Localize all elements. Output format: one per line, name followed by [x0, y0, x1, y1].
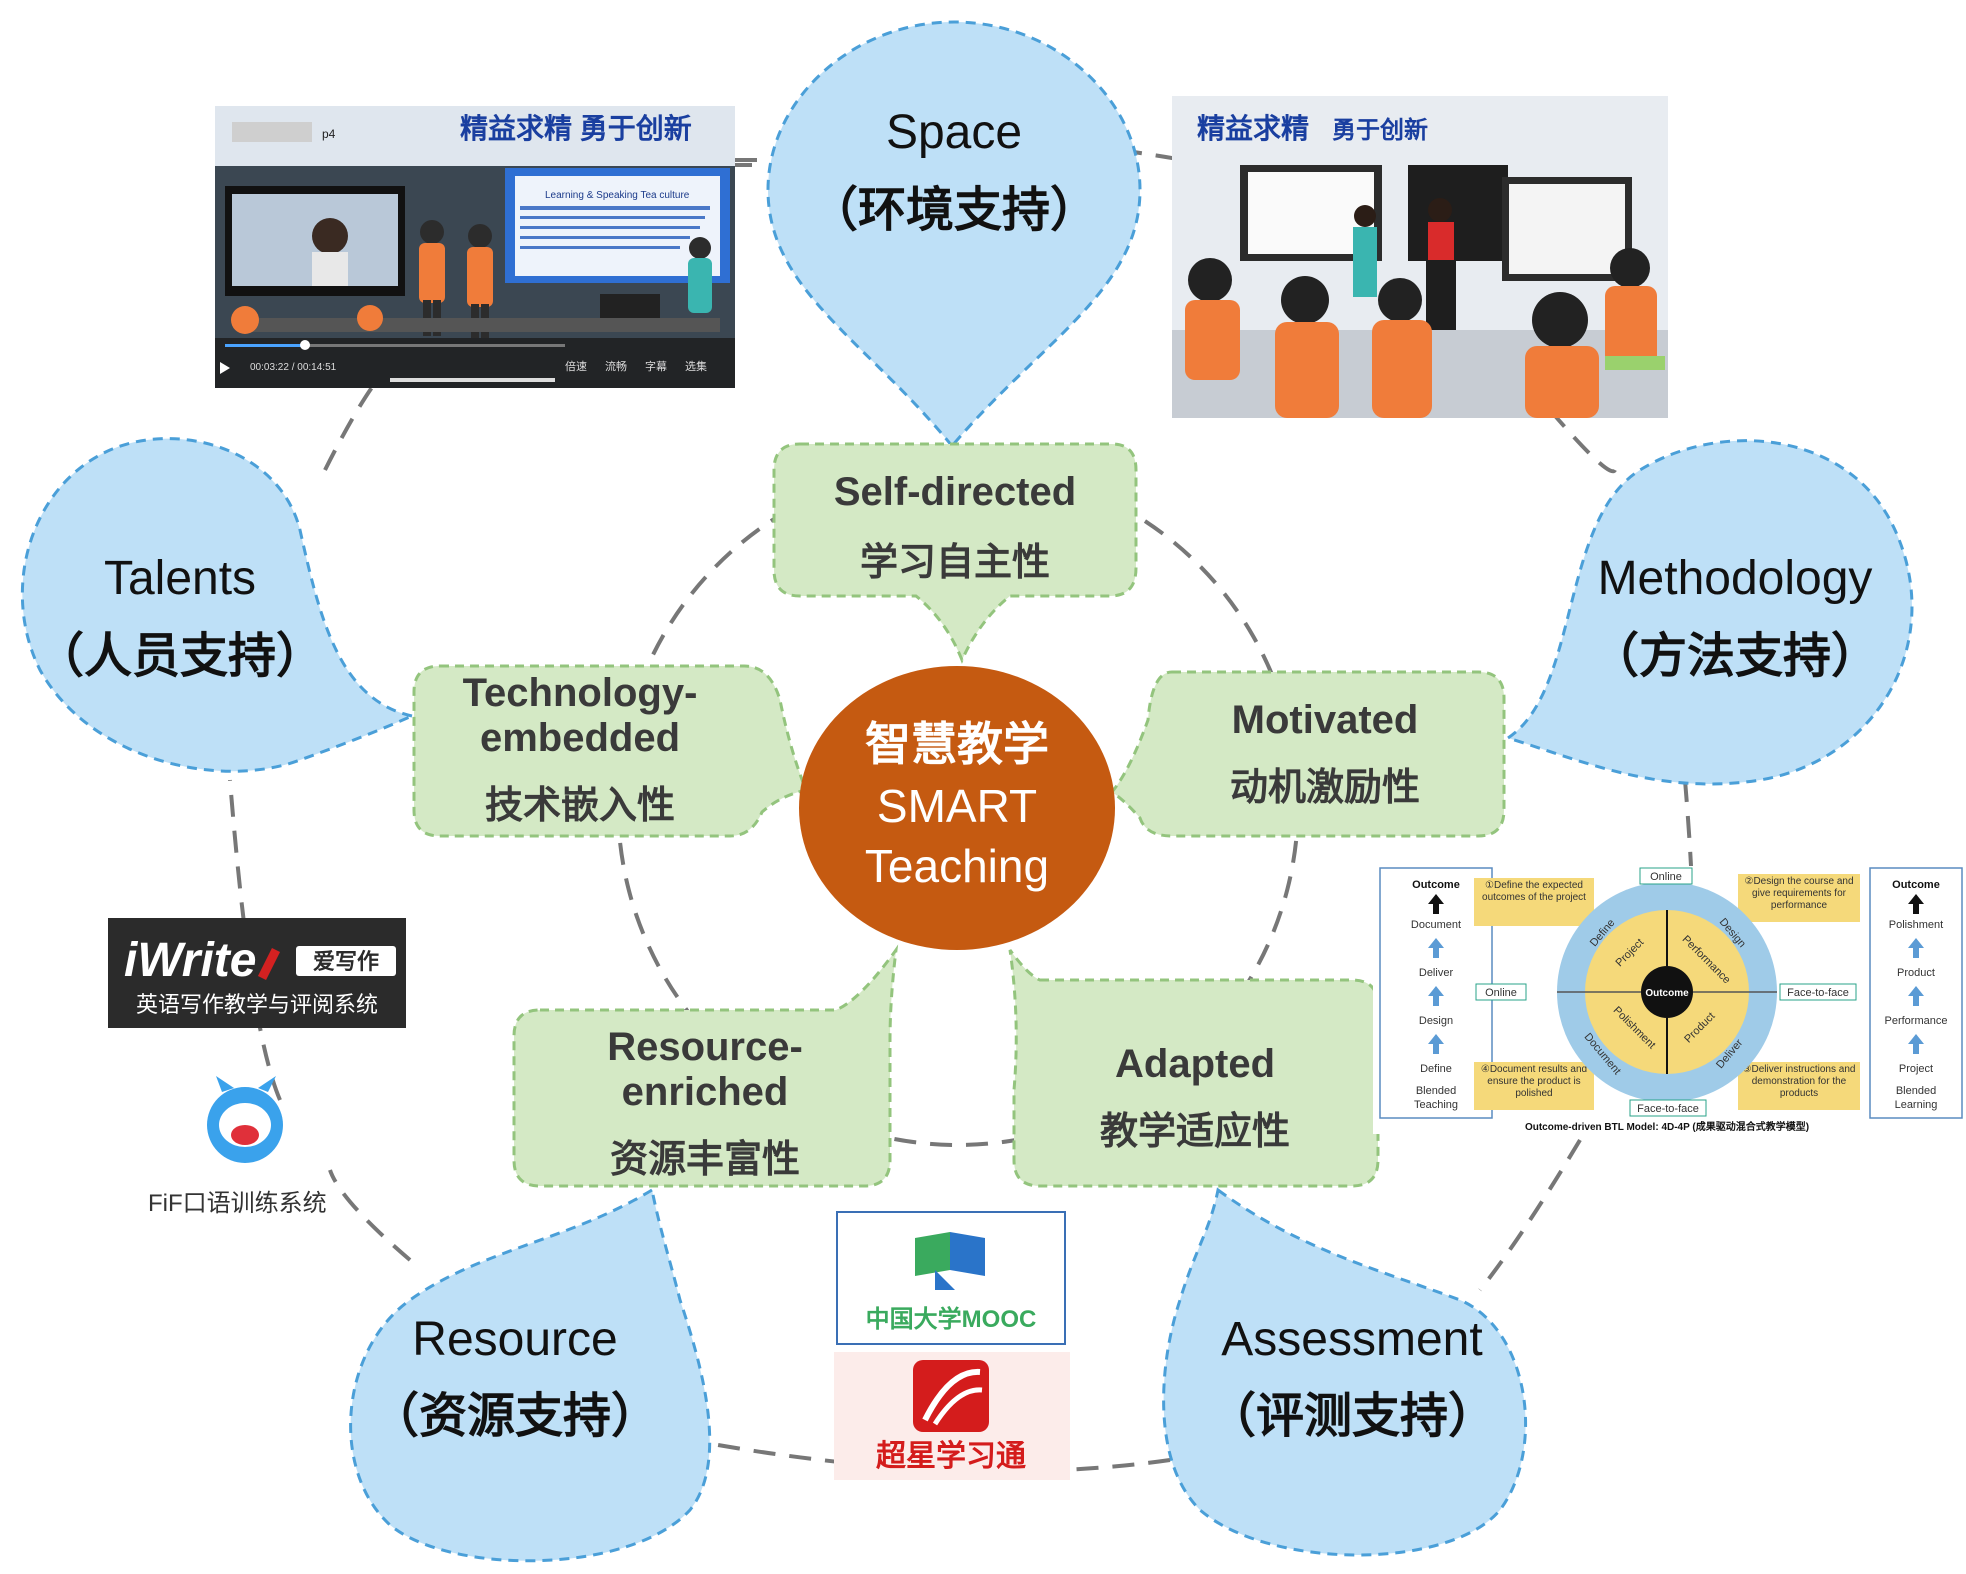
- left-screen-title: Learning & Speaking Tea culture: [545, 190, 690, 201]
- trait-self-directed: Self-directed 学习自主性: [772, 442, 1138, 664]
- center-label-cn: 智慧教学: [865, 718, 1049, 770]
- btl-mode-left: Online: [1485, 987, 1517, 999]
- support-assessment: Assessment （评测支持）: [1162, 1187, 1527, 1557]
- btl-step-deliver: ③Deliver instructions and demonstration …: [1742, 1064, 1856, 1099]
- chaoxing-logo: 超星学习通: [834, 1352, 1070, 1480]
- iwrite-slash-icon: [257, 947, 281, 981]
- btl-left-stack-6: Teaching: [1414, 1099, 1458, 1111]
- btl-right-stack-1: Polishment: [1889, 919, 1943, 931]
- mooc-book-icon: [915, 1232, 950, 1276]
- btl-right-stack-2: Product: [1897, 967, 1935, 979]
- player-control-subtitle: 字幕: [645, 359, 667, 373]
- btl-right-stack-3: Performance: [1885, 1015, 1948, 1027]
- btl-right-stack-6: Learning: [1895, 1099, 1938, 1111]
- support-talents: Talents （人员支持）: [20, 437, 417, 773]
- chaoxing-app-icon: [913, 1360, 989, 1432]
- resource-enriched-label-en-2: enriched: [622, 1070, 789, 1114]
- btl-left-stack-2: Deliver: [1419, 967, 1454, 979]
- mooc-logo: 中国大学MOOC: [836, 1211, 1066, 1345]
- fif-label: FiF口语训练系统: [148, 1190, 327, 1217]
- adapted-label-en: Adapted: [1115, 1042, 1275, 1086]
- arrow-up-icon: [1428, 1034, 1444, 1054]
- talents-label-cn: （人员支持）: [36, 630, 324, 683]
- support-space: Space （环境支持）: [766, 20, 1142, 449]
- space-label-cn: （环境支持）: [810, 184, 1098, 237]
- btl-left-stack-4: Define: [1420, 1063, 1452, 1075]
- play-icon: [220, 362, 230, 374]
- center-smart-teaching: 智慧教学 SMART Teaching: [799, 666, 1115, 950]
- motivated-label-cn: 动机激励性: [1230, 767, 1420, 809]
- btl-mode-bottom: Face-to-face: [1637, 1103, 1699, 1115]
- iwrite-tag: 爱写作: [313, 949, 379, 974]
- btl-step-design: ②Design the course and give requirements…: [1744, 876, 1854, 911]
- trait-technology-embedded: Technology- embedded 技术嵌入性: [412, 664, 809, 838]
- self-directed-label-en: Self-directed: [834, 470, 1076, 514]
- technology-embedded-label-en-2: embedded: [480, 716, 680, 760]
- methodology-label-cn: （方法支持）: [1591, 630, 1879, 683]
- btl-right-stack-0: Outcome: [1892, 879, 1940, 891]
- iwrite-logo: iWrite 爱写作 英语写作教学与评阅系统: [108, 918, 406, 1028]
- btl-caption: Outcome-driven BTL Model: 4D-4P (成果驱动混合式…: [1525, 1120, 1809, 1133]
- fif-logo: FiF口语训练系统: [148, 1076, 327, 1217]
- btl-right-stack-5: Blended: [1896, 1085, 1936, 1097]
- trait-motivated: Motivated 动机激励性: [1109, 670, 1506, 838]
- btl-left-stack-1: Document: [1411, 919, 1461, 931]
- space-label-en: Space: [886, 106, 1022, 159]
- trait-resource-enriched: Resource- enriched 资源丰富性: [512, 949, 898, 1188]
- left-photo-banner: 精益求精 勇于创新: [460, 113, 692, 144]
- resource-enriched-label-en-1: Resource-: [607, 1025, 803, 1069]
- chaoxing-label: 超星学习通: [876, 1439, 1026, 1473]
- player-control-episodes: 选集: [685, 359, 707, 373]
- trait-adapted: Adapted 教学适应性: [1008, 949, 1380, 1188]
- motivated-label-en: Motivated: [1232, 698, 1419, 742]
- arrow-up-icon: [1908, 938, 1924, 958]
- technology-embedded-label-en-1: Technology-: [463, 671, 698, 715]
- resource-label-cn: （资源支持）: [371, 1390, 659, 1443]
- btl-left-stack-5: Blended: [1416, 1085, 1456, 1097]
- support-methodology: Methodology （方法支持）: [1504, 439, 1914, 786]
- btl-model-figure: Outcome Document Deliver Design Define B…: [1373, 866, 1963, 1134]
- btl-right-stack-4: Project: [1899, 1063, 1933, 1075]
- right-photo-banner-1: 精益求精: [1197, 113, 1309, 144]
- btl-step-define: ①Define the expected outcomes of the pro…: [1482, 880, 1586, 903]
- arrow-up-icon: [1908, 1034, 1924, 1054]
- iwrite-subtitle: 英语写作教学与评阅系统: [136, 992, 378, 1017]
- arrow-up-icon: [1428, 986, 1444, 1006]
- arrow-up-icon: [1908, 986, 1924, 1006]
- player-control-quality: 流畅: [605, 359, 627, 373]
- classroom-photo: 精益求精 勇于创新: [1172, 96, 1668, 418]
- support-resource: Resource （资源支持）: [349, 1187, 712, 1563]
- btl-left-stack-3: Design: [1419, 1015, 1453, 1027]
- arrow-up-icon: [1428, 938, 1444, 958]
- arrow-up-icon: [1908, 894, 1924, 914]
- btl-mode-top: Online: [1650, 871, 1682, 883]
- assessment-label-en: Assessment: [1221, 1313, 1482, 1366]
- center-label-teaching: Teaching: [865, 840, 1049, 892]
- btl-mode-right: Face-to-face: [1787, 987, 1849, 999]
- player-control-speed: 倍速: [565, 359, 587, 373]
- btl-left-stack-0: Outcome: [1412, 879, 1460, 891]
- assessment-label-cn: （评测支持）: [1208, 1390, 1496, 1443]
- right-photo-banner-2: 勇于创新: [1332, 116, 1428, 144]
- adapted-label-cn: 教学适应性: [1100, 1110, 1290, 1153]
- arrow-up-icon: [1428, 894, 1444, 914]
- center-label-smart: SMART: [877, 780, 1037, 832]
- talents-label-en: Talents: [104, 552, 256, 605]
- methodology-label-en: Methodology: [1598, 552, 1873, 605]
- left-player-time: 00:03:22 / 00:14:51: [250, 362, 337, 373]
- self-directed-label-cn: 学习自主性: [860, 541, 1050, 584]
- iwrite-brand: iWrite: [124, 934, 256, 987]
- btl-hub: Outcome: [1645, 988, 1689, 999]
- mooc-label: 中国大学MOOC: [866, 1305, 1037, 1333]
- technology-embedded-label-cn: 技术嵌入性: [485, 785, 675, 827]
- btl-step-document: ④Document results and ensure the product…: [1480, 1064, 1588, 1099]
- classroom-video-screenshot: 精益求精 勇于创新 p4 Learning & Speaking Tea cul…: [215, 106, 735, 388]
- left-player-tag: p4: [322, 127, 336, 141]
- resource-label-en: Resource: [412, 1313, 617, 1366]
- resource-enriched-label-cn: 资源丰富性: [610, 1138, 800, 1181]
